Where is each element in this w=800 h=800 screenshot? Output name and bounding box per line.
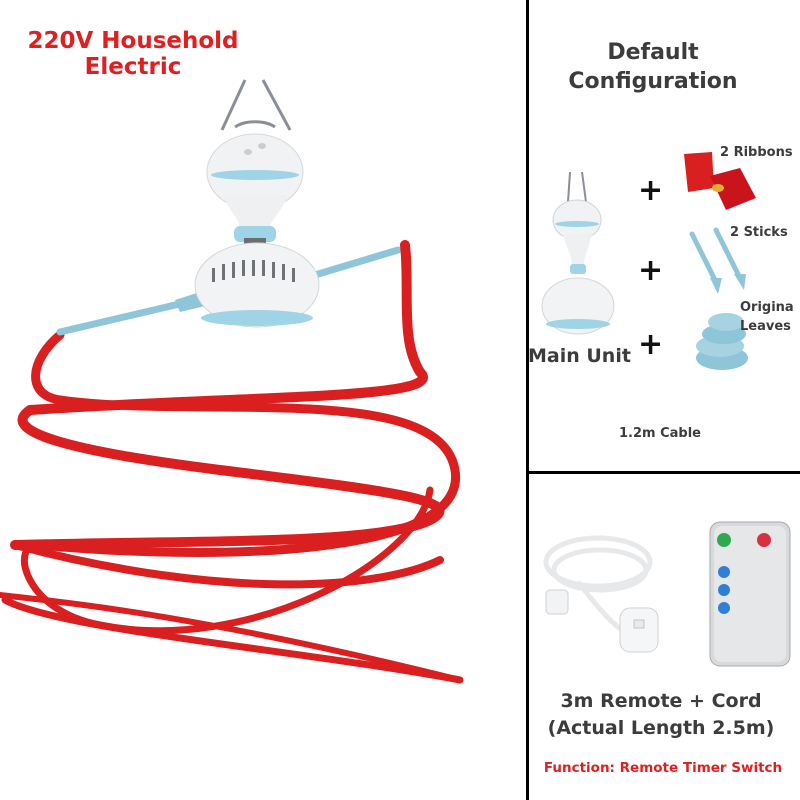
remote-control-image xyxy=(708,520,792,670)
main-unit-label: Main Unit xyxy=(528,345,631,367)
voltage-headline: 220V Household Electric xyxy=(18,28,248,80)
leaves-image xyxy=(692,296,752,376)
config-title: Default Configuration xyxy=(540,38,766,96)
fan-body xyxy=(194,133,320,328)
sticks-label: 2 Sticks xyxy=(730,225,788,240)
remote-red-button xyxy=(757,533,771,547)
plus-sign-2: + xyxy=(638,253,664,288)
function-line: Function: Remote Timer Switch xyxy=(532,760,794,776)
horizontal-divider xyxy=(526,471,800,474)
cord-image xyxy=(538,512,698,662)
remote-caption-line-2: (Actual Length 2.5m) xyxy=(547,717,775,739)
leaves-label-line-2: Leaves xyxy=(740,319,791,334)
config-title-line-1: Default xyxy=(607,40,699,65)
headline-line-2: Electric xyxy=(84,54,182,80)
cable-label: 1.2m Cable xyxy=(619,426,701,441)
hanger-wire xyxy=(220,79,292,131)
red-ribbon-front xyxy=(0,240,463,683)
remote-green-button xyxy=(717,533,731,547)
ribbons-image xyxy=(680,148,760,220)
vertical-divider xyxy=(526,0,529,800)
main-unit-image xyxy=(540,172,620,342)
plus-sign-1: + xyxy=(638,173,664,208)
leaves-label: Origina Leaves xyxy=(740,298,794,336)
fan-product-photo xyxy=(0,79,464,684)
leaves-label-line-1: Origina xyxy=(740,300,794,315)
config-title-line-2: Configuration xyxy=(568,69,738,94)
red-ribbon-back xyxy=(1,330,464,684)
headline-line-1: 220V Household xyxy=(27,28,239,54)
function-value: Remote Timer Switch xyxy=(619,760,783,776)
ribbons-label: 2 Ribbons xyxy=(720,145,793,160)
plus-sign-3: + xyxy=(638,327,664,362)
sticks-image xyxy=(686,226,756,298)
remote-caption: 3m Remote + Cord (Actual Length 2.5m) xyxy=(532,688,790,742)
function-label: Function: xyxy=(543,760,615,776)
remote-caption-line-1: 3m Remote + Cord xyxy=(560,690,762,712)
